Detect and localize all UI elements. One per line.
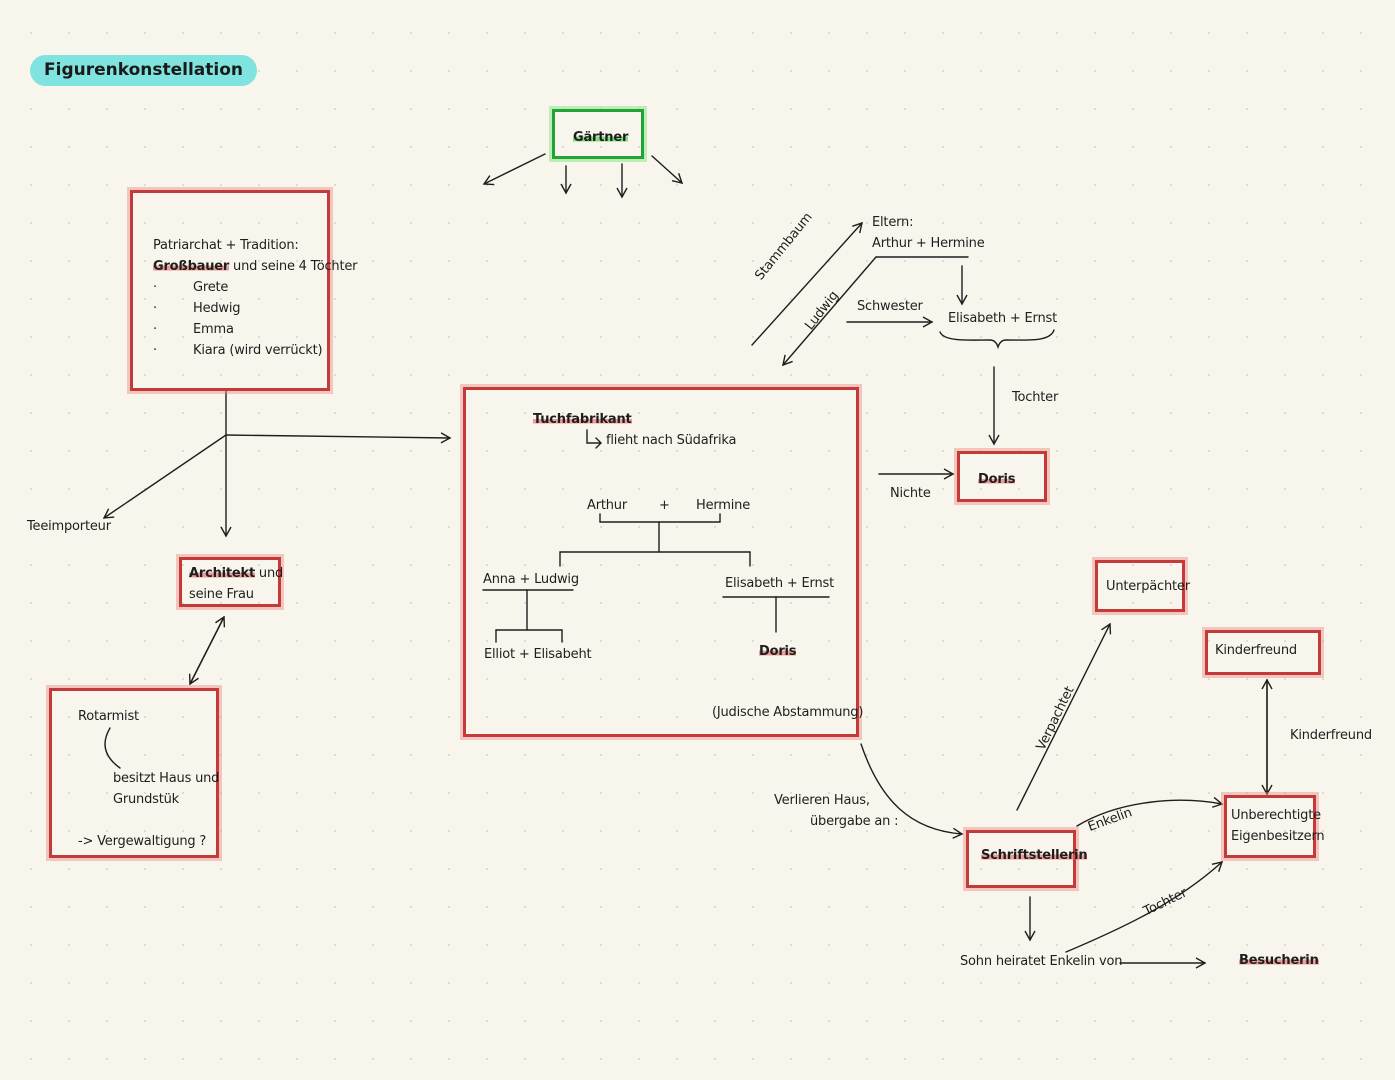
patriarch-heading: Patriarchat + Tradition:: [153, 238, 299, 253]
page-title: Figurenkonstellation: [30, 55, 257, 86]
architekt-line2: seine Frau: [189, 587, 254, 602]
patriarch-box[interactable]: [130, 190, 330, 391]
verlieren-line1: Verlieren Haus,: [774, 793, 870, 808]
tochter-label: Tochter: [1012, 390, 1059, 405]
daughter-hedwig: Hedwig: [193, 301, 241, 316]
eigenbesitzer-line1: Unberechtigte: [1231, 808, 1321, 823]
bullet: ·: [153, 280, 157, 295]
sohn-heiratet-label: Sohn heiratet Enkelin von: [960, 954, 1123, 969]
architekt-box[interactable]: [179, 557, 281, 607]
rotarmist-box[interactable]: [49, 688, 219, 858]
gaertner-box[interactable]: [552, 109, 644, 159]
rotarmist-line1: besitzt Haus und: [113, 771, 220, 786]
abstammung-note: (Judische Abstammung): [712, 705, 864, 720]
unterpaechter-label: Unterpächter: [1106, 579, 1190, 594]
rotarmist-name: Rotarmist: [78, 709, 139, 724]
rotarmist-line2: Grundstük: [113, 792, 179, 807]
tuchfabrikant-box[interactable]: [463, 387, 859, 737]
gaertner-label: Gärtner: [573, 130, 629, 145]
besucherin-label: Besucherin: [1239, 953, 1319, 968]
architekt-line1: Architekt und: [189, 566, 284, 581]
nichte-label: Nichte: [890, 486, 931, 501]
tuchfabrikant-name: Tuchfabrikant: [533, 412, 632, 427]
unterpaechter-box[interactable]: [1095, 560, 1185, 612]
kinderfreund-box[interactable]: [1205, 630, 1321, 675]
eigenbesitzer-line2: Eigenbesitzern: [1231, 829, 1325, 844]
elisabeth-ernst-label: Elisabeth + Ernst: [725, 576, 834, 591]
daughter-kiara: Kiara (wird verrückt): [193, 343, 323, 358]
kinderfreund-box-label: Kinderfreund: [1215, 643, 1297, 658]
schriftstellerin-label: Schriftstellerin: [981, 848, 1088, 863]
bullet: ·: [153, 301, 157, 316]
daughter-grete: Grete: [193, 280, 229, 295]
elliot-label: Elliot + Elisabeht: [484, 647, 592, 662]
eltern-label: Eltern:: [872, 215, 914, 230]
doris-label: Doris: [978, 472, 1016, 487]
bullet: ·: [153, 322, 157, 337]
hermine-label: Hermine: [696, 498, 751, 513]
eigenbesitzer-box[interactable]: [1224, 795, 1316, 858]
plus-label: +: [659, 498, 670, 513]
daughter-emma: Emma: [193, 322, 234, 337]
kinderfreund-side-label: Kinderfreund: [1290, 728, 1372, 743]
anna-ludwig-label: Anna + Ludwig: [483, 572, 579, 587]
grossbauer-line: Großbauer und seine 4 Töchter: [153, 259, 358, 274]
bullet: ·: [153, 343, 157, 358]
schwester-label: Schwester: [857, 299, 923, 314]
arthur-label: Arthur: [587, 498, 627, 513]
doris-box[interactable]: [957, 451, 1047, 502]
eltern-names: Arthur + Hermine: [872, 236, 985, 251]
flight-label: flieht nach Südafrika: [606, 433, 737, 448]
teeimporteur-label: Teeimporteur: [27, 519, 111, 534]
verlieren-line2: übergabe an :: [810, 814, 899, 829]
elisabeth-ernst-right: Elisabeth + Ernst: [948, 311, 1057, 326]
rotarmist-line3: -> Vergewaltigung ?: [78, 834, 207, 849]
doris-tree-label: Doris: [759, 644, 797, 659]
